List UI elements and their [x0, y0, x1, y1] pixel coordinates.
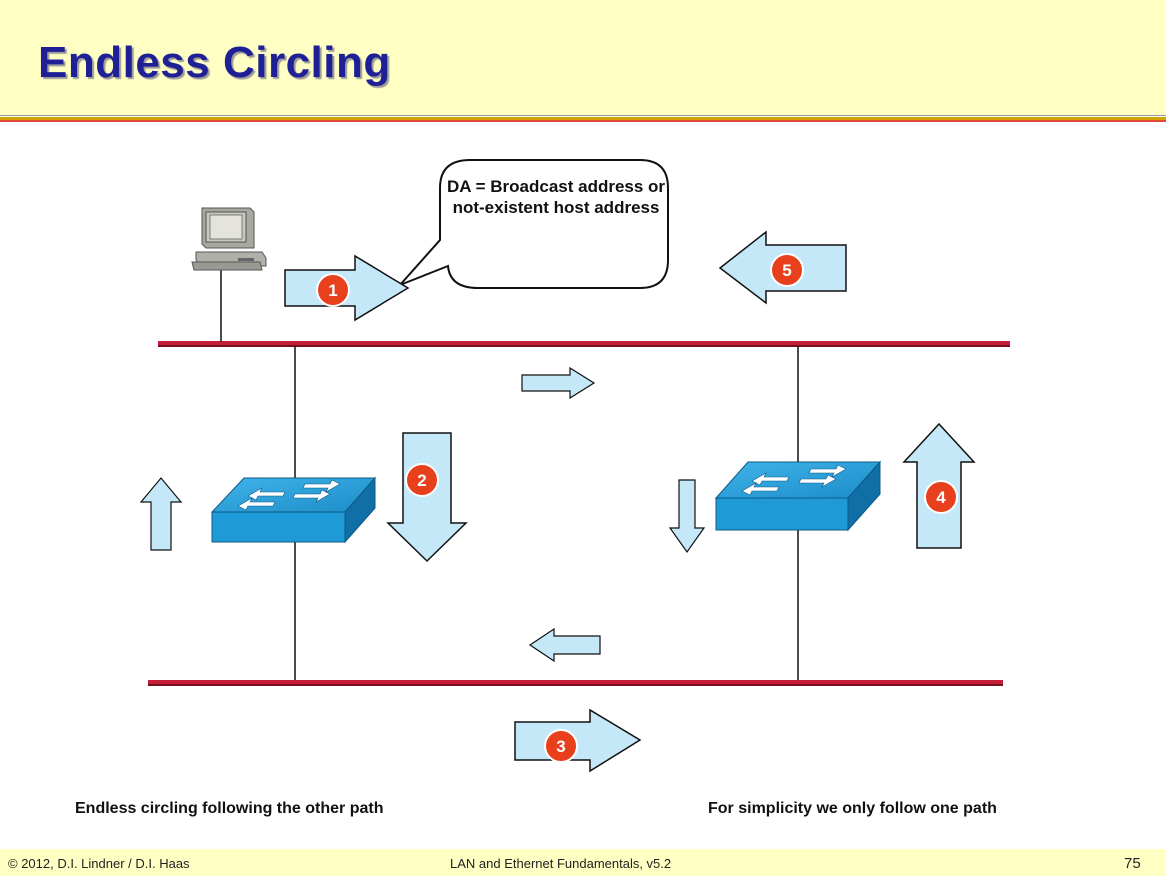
footer: © 2012, D.I. Lindner / D.I. Haas LAN and…	[0, 849, 1166, 876]
arrow-small-top-right	[521, 366, 596, 400]
svg-text:5: 5	[782, 261, 791, 280]
svg-text:3: 3	[556, 737, 565, 756]
switch-icon	[210, 476, 377, 544]
arrow-step-2	[386, 432, 468, 563]
step-badge-2: 2	[405, 463, 439, 497]
title-bar: Endless Circling	[0, 0, 1166, 116]
pc-icon	[191, 207, 267, 271]
step-badge-4: 4	[924, 480, 958, 514]
caption-left: Endless circling following the other pat…	[75, 800, 384, 817]
callout-text: DA = Broadcast address or not-existent h…	[446, 177, 666, 217]
caption-right: For simplicity we only follow one path	[708, 800, 997, 817]
title-divider	[0, 117, 1166, 120]
title-divider-accent	[0, 120, 1166, 122]
lan-segment-bottom	[148, 680, 1003, 686]
slide-title: Endless Circling	[38, 38, 391, 87]
step-badge-5: 5	[770, 253, 804, 287]
footer-copyright: © 2012, D.I. Lindner / D.I. Haas	[8, 856, 190, 871]
arrow-small-right-down	[668, 479, 706, 554]
page-number: 75	[1124, 855, 1141, 872]
arrow-small-left-up	[139, 477, 183, 551]
svg-text:2: 2	[417, 471, 426, 490]
svg-text:4: 4	[936, 488, 946, 507]
callout-bubble	[399, 159, 669, 289]
arrow-step-3	[514, 708, 642, 773]
lan-segment-top	[158, 341, 1010, 347]
arrow-small-bottom-left	[528, 627, 601, 663]
step-badge-1: 1	[316, 273, 350, 307]
switch-icon	[714, 460, 882, 532]
step-badge-3: 3	[544, 729, 578, 763]
footer-course: LAN and Ethernet Fundamentals, v5.2	[450, 856, 672, 871]
svg-text:1: 1	[328, 281, 337, 300]
